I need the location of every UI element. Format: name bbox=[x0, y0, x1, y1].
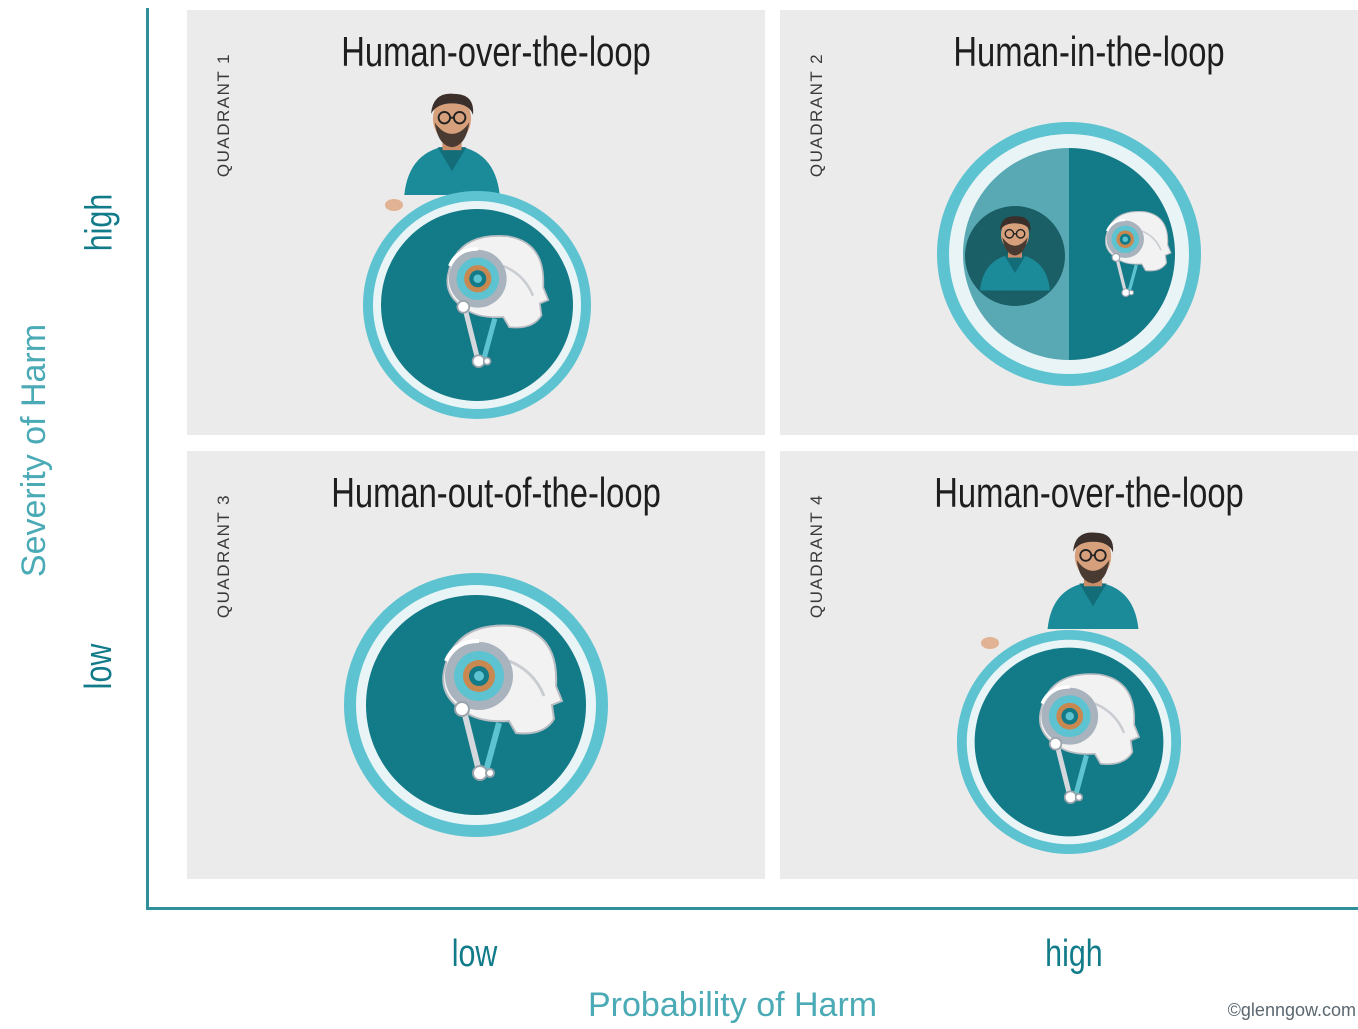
quadrant-2-label: QUADRANT 2 bbox=[807, 52, 827, 178]
y-axis-title: Severity of Harm bbox=[15, 323, 54, 577]
quadrant-3-label: QUADRANT 3 bbox=[214, 493, 234, 619]
x-tick-high: high bbox=[1045, 933, 1103, 975]
ai-robot-circle-icon bbox=[956, 629, 1182, 855]
quadrant-4-label: QUADRANT 4 bbox=[807, 493, 827, 619]
quadrant-4-title: Human-over-the-loop bbox=[934, 469, 1244, 516]
quadrant-2-title: Human-in-the-loop bbox=[953, 28, 1225, 75]
quadrant-2-panel: QUADRANT 2 Human-in-the-loop bbox=[780, 10, 1358, 435]
human-overseer-icon bbox=[1023, 529, 1163, 629]
quadrant-4-panel: QUADRANT 4 Human-over-the-loop bbox=[780, 451, 1358, 879]
quadrant-3-panel: QUADRANT 3 Human-out-of-the-loop bbox=[187, 451, 765, 879]
quadrant-1-panel: QUADRANT 1 Human-over-the-loop bbox=[187, 10, 765, 435]
human-and-ai-circle-icon bbox=[937, 122, 1201, 386]
quadrant-1-label: QUADRANT 1 bbox=[214, 52, 234, 178]
ai-robot-circle-icon bbox=[344, 573, 608, 837]
quadrant-1-title: Human-over-the-loop bbox=[341, 28, 651, 75]
y-axis-line bbox=[146, 8, 149, 910]
x-tick-low: low bbox=[451, 933, 498, 975]
hand-icon bbox=[385, 199, 403, 211]
x-axis-title: Probability of Harm bbox=[588, 986, 878, 1024]
human-overseer-icon bbox=[377, 90, 527, 195]
hand-icon bbox=[981, 637, 999, 649]
ai-robot-circle-icon bbox=[363, 191, 591, 419]
y-tick-low: low bbox=[78, 643, 121, 689]
copyright-credit: ©glenngow.com bbox=[1227, 1000, 1356, 1020]
y-tick-high: high bbox=[78, 193, 121, 251]
quadrant-3-title: Human-out-of-the-loop bbox=[331, 469, 661, 516]
x-axis-line bbox=[146, 907, 1358, 910]
